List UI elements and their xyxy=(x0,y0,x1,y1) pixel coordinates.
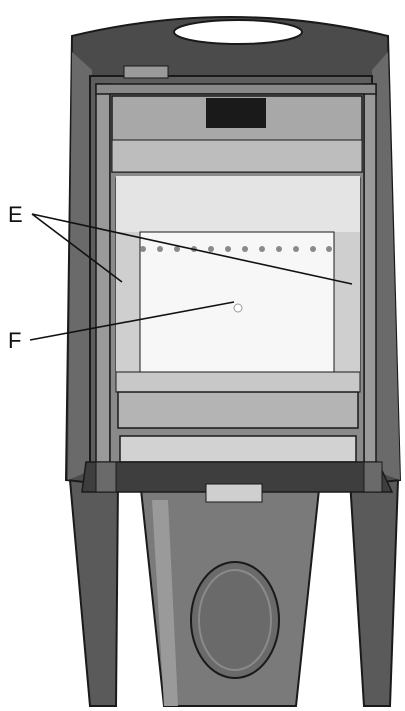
base-foot-right xyxy=(363,461,383,493)
left-leg xyxy=(68,479,120,707)
hearth-floor xyxy=(115,371,361,393)
pedestal-oval-inner xyxy=(198,569,272,671)
leader-e-left xyxy=(31,213,123,283)
right-leg xyxy=(348,479,400,707)
air-outlet xyxy=(206,98,266,128)
top-flue-opening xyxy=(173,19,303,45)
frame-left-post xyxy=(95,83,111,467)
grate-front xyxy=(117,391,359,429)
leader-f xyxy=(29,301,235,341)
stove-legs xyxy=(68,479,400,707)
back-liner-fixing xyxy=(233,303,243,313)
back-liner-top xyxy=(116,176,360,232)
leader-lines xyxy=(29,213,353,341)
ash-pan-collar xyxy=(205,483,263,503)
base-foot-left xyxy=(95,461,117,493)
firebox xyxy=(109,93,365,467)
pedestal-shade xyxy=(152,500,178,706)
baffle-lip xyxy=(111,139,363,173)
callout-f-label: F xyxy=(8,328,21,353)
base-band xyxy=(81,461,394,493)
frame-right-post xyxy=(363,83,377,467)
left-side-bevel xyxy=(68,52,92,480)
base-ring xyxy=(81,461,394,503)
leader-e-right xyxy=(31,213,353,285)
callout-e-label: E xyxy=(8,202,23,227)
pedestal-oval xyxy=(190,561,280,679)
right-side-bevel xyxy=(372,52,400,480)
air-hole-row xyxy=(140,246,332,252)
ash-lip xyxy=(119,435,357,463)
top-bracket xyxy=(123,65,169,79)
back-liner-panel xyxy=(139,231,335,373)
frame-top-rail xyxy=(95,83,377,95)
